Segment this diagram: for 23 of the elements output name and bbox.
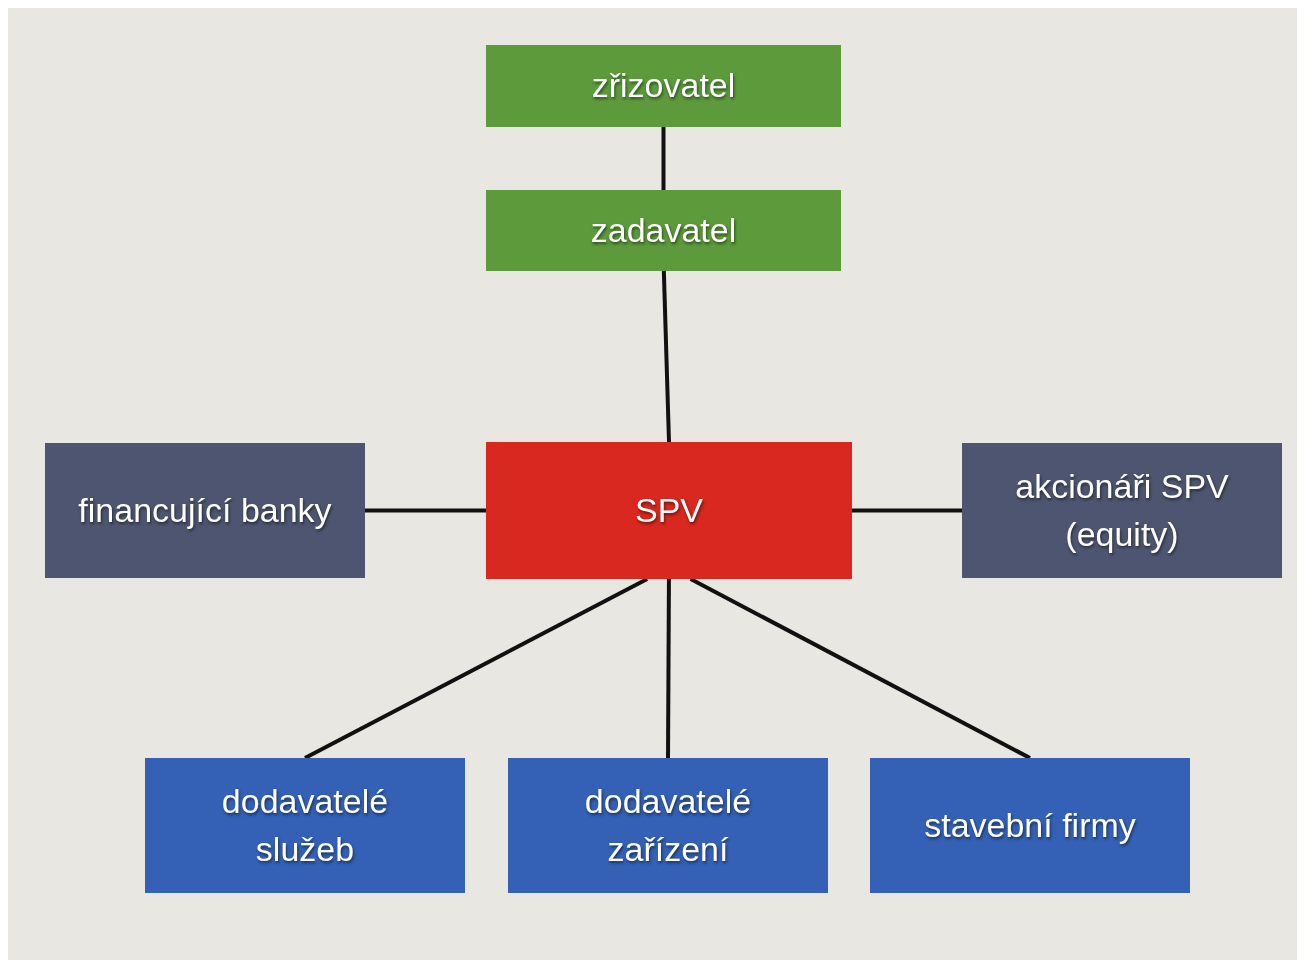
box-label: financující banky xyxy=(78,489,332,531)
label-box xyxy=(508,758,828,893)
label-box xyxy=(870,758,1190,893)
label-box xyxy=(145,758,465,893)
box-label: zřizovatel xyxy=(591,65,736,107)
label-box xyxy=(962,443,1282,578)
connector-line xyxy=(666,579,671,758)
box-label: akcionáři SPV (equity) xyxy=(1014,465,1230,555)
box-label: stavební firmy xyxy=(924,804,1136,846)
box-label: dodavatelé zařízení xyxy=(583,780,753,870)
connector-line xyxy=(661,127,666,190)
connector-line xyxy=(661,270,671,443)
label-box xyxy=(45,443,365,578)
connector-line xyxy=(304,577,649,760)
connector-line xyxy=(852,508,962,513)
box-label: zadavatel xyxy=(590,209,737,251)
connector-line xyxy=(689,577,1031,760)
label-box xyxy=(486,442,852,579)
label-box xyxy=(486,45,841,127)
box-label: SPV xyxy=(634,489,703,531)
connector-line xyxy=(365,508,486,513)
label-box xyxy=(486,190,841,271)
box-label: dodavatelé služeb xyxy=(220,780,390,870)
